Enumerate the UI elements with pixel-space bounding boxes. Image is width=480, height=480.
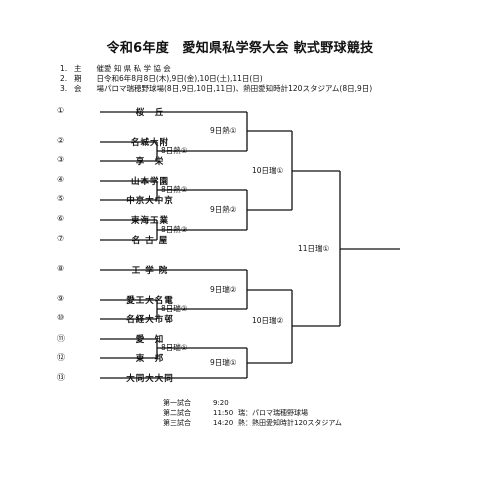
- game-time: 14:20: [213, 419, 234, 427]
- team-name: 東 邦: [135, 354, 165, 364]
- team-row: ③ 享 栄: [57, 155, 197, 167]
- match-label: 10日瑞①: [252, 166, 284, 175]
- seed-number: ⑪: [57, 334, 65, 343]
- team-name: 東海工業: [130, 216, 169, 226]
- seed-number: ⑬: [57, 373, 65, 382]
- match-label: 9日瑞①: [210, 358, 237, 367]
- match-label: 9日熱②: [210, 205, 237, 214]
- seed-number: ⑩: [57, 313, 65, 322]
- info-row-organizer: 1. 主 催 愛 知 県 私 学 協 会: [60, 63, 460, 74]
- schedule-row: 第二試合 11:50 瑞：パロマ瑞穂野球場: [163, 408, 423, 418]
- schedule-row: 第三試合 14:20 熱：熱田愛知時計120スタジアム: [163, 418, 423, 428]
- info-key: 主 催: [74, 64, 104, 73]
- team-row: ① 桜 丘: [57, 106, 197, 118]
- team-name: 大同大大同: [126, 374, 174, 384]
- venue-note: 熱：熱田愛知時計120スタジアム: [238, 419, 342, 427]
- team-row: ⑧ 工 学 院: [57, 264, 197, 276]
- game-time: 11:50: [213, 409, 234, 417]
- match-label: 8日熱①: [161, 146, 188, 155]
- match-label: 8日熱②: [161, 185, 188, 194]
- team-row: ⑤ 中京大中京: [57, 194, 197, 206]
- info-value: パロマ瑞穂野球場(8日,9日,10日,11日)、熱田愛知時計120スタジアム(8…: [104, 84, 373, 93]
- team-row: ④ 山本学園: [57, 175, 197, 187]
- team-name: 名経大市邨: [126, 315, 174, 325]
- seed-number: ②: [57, 136, 65, 145]
- team-row: ⑪ 愛 知: [57, 333, 197, 345]
- team-name: 山本学園: [130, 177, 169, 187]
- seed-number: ⑫: [57, 353, 65, 362]
- game-label: 第三試合: [163, 419, 191, 427]
- team-row: ⑨ 愛工大名電: [57, 294, 197, 306]
- team-row: ⑩ 名経大市邨: [57, 313, 197, 325]
- schedule-row: 第一試合 9:20: [163, 398, 423, 408]
- team-name: 愛工大名電: [126, 296, 174, 306]
- game-time: 9:20: [213, 399, 229, 407]
- page-title: 令和6年度 愛知県私学祭大会 軟式野球競技: [106, 41, 374, 56]
- game-label: 第一試合: [163, 399, 191, 407]
- match-label: 8日熱③: [161, 225, 188, 234]
- seed-number: ⑥: [57, 214, 65, 223]
- info-row-dates: 2. 期 日 令和6年8月8日(木),9日(金),10日(土),11日(日): [60, 73, 460, 84]
- match-label: 11日瑞①: [298, 244, 330, 253]
- team-name: 享 栄: [135, 157, 165, 167]
- team-name: 工 学 院: [131, 266, 169, 276]
- team-row: ⑬ 大同大大同: [57, 372, 197, 384]
- seed-number: ③: [57, 155, 65, 164]
- info-key: 会 場: [74, 84, 104, 93]
- seed-number: ①: [57, 106, 65, 115]
- info-number: 1.: [60, 64, 68, 73]
- info-key: 期 日: [74, 74, 104, 83]
- match-label: 8日瑞②: [161, 304, 188, 313]
- info-value: 令和6年8月8日(木),9日(金),10日(土),11日(日): [104, 74, 263, 83]
- info-value: 愛 知 県 私 学 協 会: [104, 64, 171, 73]
- team-name: 名 古 屋: [131, 236, 169, 246]
- info-number: 2.: [60, 74, 68, 83]
- match-label: 8日瑞①: [161, 343, 188, 352]
- seed-number: ④: [57, 175, 65, 184]
- seed-number: ⑧: [57, 264, 65, 273]
- info-number: 3.: [60, 84, 68, 93]
- game-label: 第二試合: [163, 409, 191, 417]
- team-name: 中京大中京: [126, 196, 174, 206]
- team-name: 桜 丘: [135, 108, 165, 118]
- info-row-venue: 3. 会 場 パロマ瑞穂野球場(8日,9日,10日,11日)、熱田愛知時計120…: [60, 83, 470, 94]
- match-label: 10日瑞②: [252, 316, 284, 325]
- seed-number: ⑤: [57, 194, 65, 203]
- venue-note: 瑞：パロマ瑞穂野球場: [238, 409, 308, 417]
- match-label: 9日瑞②: [210, 285, 237, 294]
- seed-number: ⑨: [57, 294, 65, 303]
- team-row: ⑦ 名 古 屋: [57, 234, 197, 246]
- seed-number: ⑦: [57, 234, 65, 243]
- match-label: 9日熱①: [210, 126, 237, 135]
- team-name: 愛 知: [135, 335, 165, 345]
- team-name: 名城大附: [130, 138, 169, 148]
- team-row: ⑥ 東海工業: [57, 214, 197, 226]
- team-row: ⑫ 東 邦: [57, 352, 197, 364]
- team-row: ② 名城大附: [57, 136, 197, 148]
